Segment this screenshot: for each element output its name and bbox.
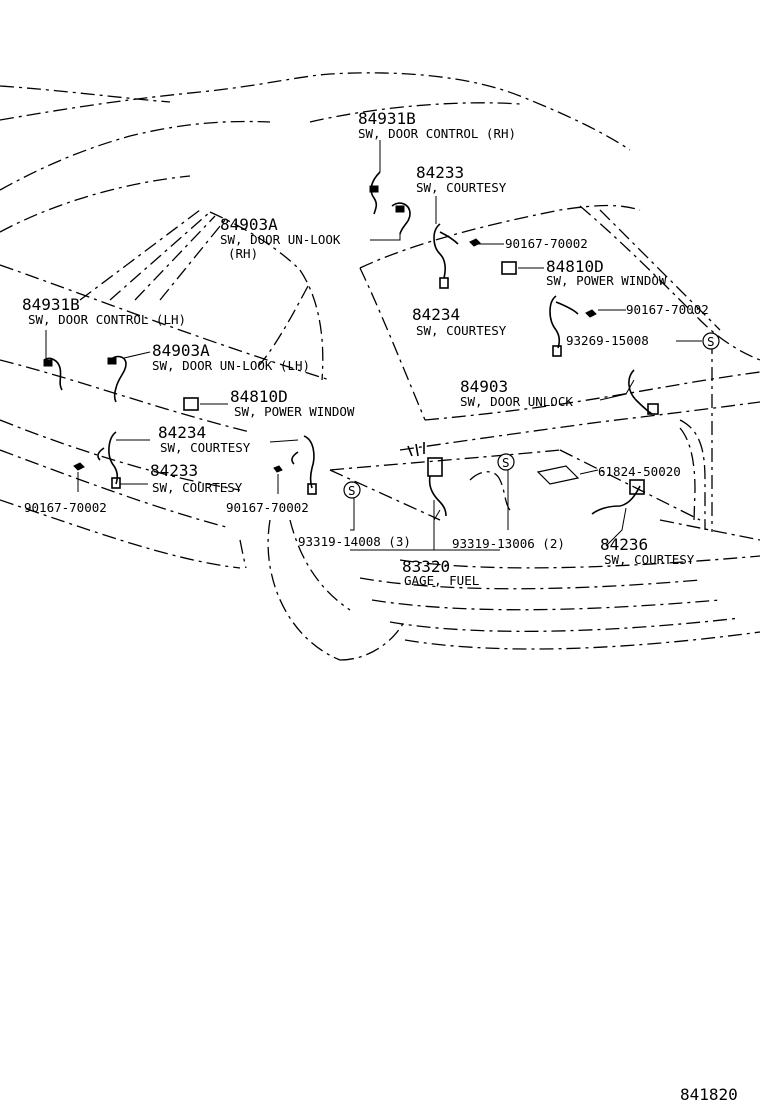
part-description: SW, COURTESY	[604, 552, 695, 567]
part-number: 83320	[402, 557, 450, 576]
leader-lines	[45, 140, 702, 551]
part-61824-shape	[536, 465, 580, 485]
part-84903A-rh-shape	[391, 202, 411, 235]
part-description: SW, DOOR CONTROL (RH)	[358, 126, 516, 141]
part-description: SW, DOOR UNLOCK	[460, 394, 573, 409]
part-84234-lh-shape	[97, 431, 121, 489]
part-84234-rh-shape	[549, 295, 579, 357]
part-label-84233-rh: 84233 SW, COURTESY	[416, 163, 507, 195]
part-number: 84903	[460, 377, 508, 396]
part-label-84931B-rh: 84931B SW, DOOR CONTROL (RH)	[358, 109, 516, 141]
part-84810D-lh-shape	[183, 397, 199, 411]
part-label-84810D-lh: 84810D SW, POWER WINDOW	[230, 387, 355, 419]
screw-mark-label: S	[502, 455, 510, 470]
part-label-84903: 84903 SW, DOOR UNLOCK	[460, 377, 573, 409]
part-description: SW, DOOR UN-LOOK	[220, 232, 341, 247]
part-number: 84931B	[22, 295, 80, 314]
part-label-84234-rh: 84234 SW, COURTESY	[412, 305, 507, 338]
part-description: SW, DOOR CONTROL (LH)	[28, 312, 186, 327]
part-label-84903A-rh: 84903A SW, DOOR UN-LOOK (RH)	[220, 215, 341, 261]
part-label-61824: 61824-50020	[598, 464, 681, 479]
part-84903A-lh-shape	[107, 355, 127, 403]
part-description: SW, COURTESY	[416, 180, 507, 195]
part-number: 84903A	[152, 341, 210, 360]
screw-mark-icon: S	[343, 481, 361, 499]
part-label-83320: 83320 GAGE, FUEL	[402, 557, 479, 588]
part-number: 84234	[158, 423, 206, 442]
part-84233-lh-shape	[291, 435, 317, 495]
part-description: SW, COURTESY	[160, 440, 251, 455]
part-label-93319-13006: 93319-13006 (2)	[452, 536, 565, 551]
part-description: SW, COURTESY	[152, 480, 243, 495]
part-label-84810D-rh: 84810D SW, POWER WINDOW	[546, 257, 667, 288]
part-description: SW, COURTESY	[416, 323, 507, 338]
part-label-84234-lh: 84234 SW, COURTESY	[158, 423, 251, 455]
part-label-90167-rh-2: 90167-70002	[626, 302, 709, 317]
part-84810D-rh-shape	[501, 261, 517, 275]
part-number: 84810D	[230, 387, 288, 406]
part-number: 84236	[600, 535, 648, 554]
screw-mark-label: S	[707, 334, 715, 349]
part-label-90167-rh-1: 90167-70002	[505, 236, 588, 251]
part-description: GAGE, FUEL	[404, 573, 479, 588]
part-description: SW, POWER WINDOW	[234, 404, 355, 419]
screw-mark-label: S	[348, 483, 356, 498]
part-description-side: (RH)	[228, 246, 258, 261]
part-84903-shape	[628, 369, 659, 415]
clip-icons	[73, 238, 597, 473]
part-label-90167-lh-2: 90167-70002	[226, 500, 309, 515]
part-label-93269: 93269-15008	[566, 333, 649, 348]
part-label-84233-lh: 84233 SW, COURTESY	[150, 461, 243, 495]
part-number: 84931B	[358, 109, 416, 128]
part-83320-fuel-gage-shape	[407, 442, 447, 517]
part-84236-shape	[591, 479, 645, 515]
part-number: 84233	[416, 163, 464, 182]
part-label-84903A-lh: 84903A SW, DOOR UN-LOOK (LH)	[152, 341, 310, 373]
part-label-90167-lh-1: 90167-70002	[24, 500, 107, 515]
part-number: 84233	[150, 461, 198, 480]
part-84233-rh-shape	[433, 223, 459, 289]
part-label-84236: 84236 SW, COURTESY	[600, 535, 695, 567]
part-number: 84810D	[546, 257, 604, 276]
part-number: 84903A	[220, 215, 278, 234]
part-description: SW, DOOR UN-LOOK (LH)	[152, 358, 310, 373]
screw-mark-icon: S	[497, 453, 515, 471]
part-84931B-lh-shape	[43, 357, 63, 391]
part-description: SW, POWER WINDOW	[546, 273, 667, 288]
part-label-93319-14008: 93319-14008 (3)	[298, 534, 411, 549]
screw-mark-icon: S	[702, 332, 720, 350]
car-body-outline	[0, 72, 760, 661]
part-label-84931B-lh: 84931B SW, DOOR CONTROL (LH)	[22, 295, 186, 327]
figure-id: 841820	[680, 1085, 738, 1104]
part-number: 84234	[412, 305, 460, 324]
part-84931B-rh-shape	[369, 171, 381, 215]
